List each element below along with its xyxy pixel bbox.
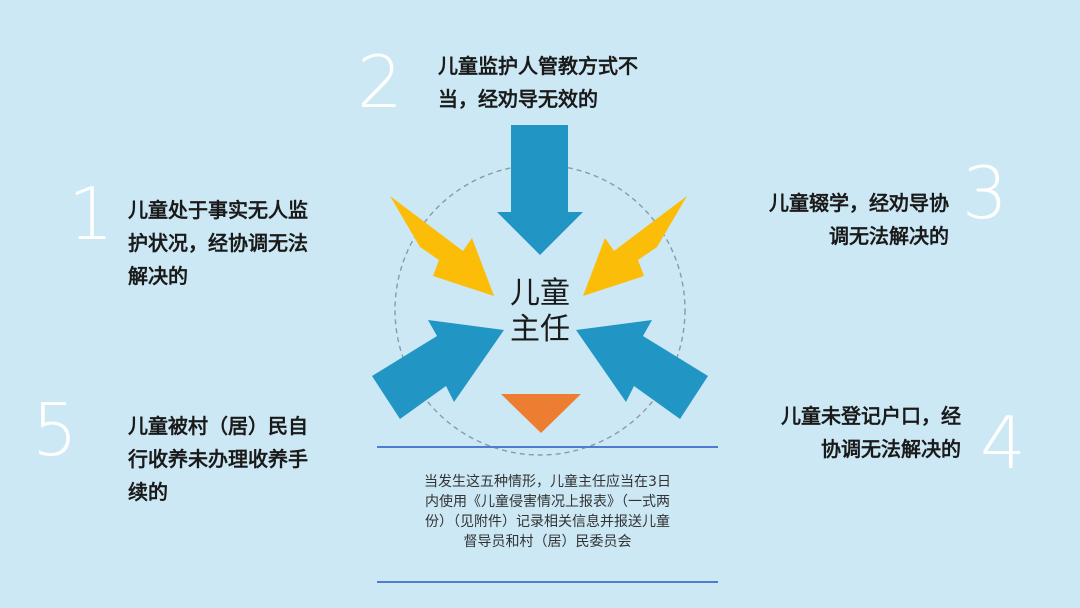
case-text-3: 儿童辍学，经劝导协 调无法解决的: [769, 191, 949, 248]
center-label: 儿童 主任: [510, 276, 570, 347]
case-number-3: 3: [962, 151, 1008, 235]
arrow-upper-right: [583, 196, 687, 296]
case-text-5: 儿童被村（居）民自 行收养未办理收养手 续的: [128, 414, 308, 504]
dashed-circle: [394, 164, 686, 456]
orange-triangle: [501, 394, 581, 433]
note-top-rule: [377, 446, 718, 448]
arrow-top: [497, 125, 583, 255]
arrow-upper-left: [390, 196, 494, 296]
case-text-1: 儿童处于事实无人监 护状况，经协调无法 解决的: [128, 198, 308, 288]
case-text-4: 儿童未登记户口，经 协调无法解决的: [781, 404, 961, 461]
arrow-lower-right: [576, 320, 708, 419]
case-number-5: 5: [32, 388, 78, 472]
arrow-lower-left: [372, 320, 504, 419]
case-number-4: 4: [980, 401, 1026, 485]
note-bottom-rule: [377, 581, 718, 583]
case-number-1: 1: [68, 172, 114, 256]
case-text-2: 儿童监护人管教方式不 当，经劝导无效的: [438, 54, 638, 111]
case-number-2: 2: [357, 40, 403, 124]
note-text: 当发生这五种情形，儿童主任应当在3日 内使用《儿童侵害情况上报表》（一式两 份）…: [424, 474, 671, 550]
